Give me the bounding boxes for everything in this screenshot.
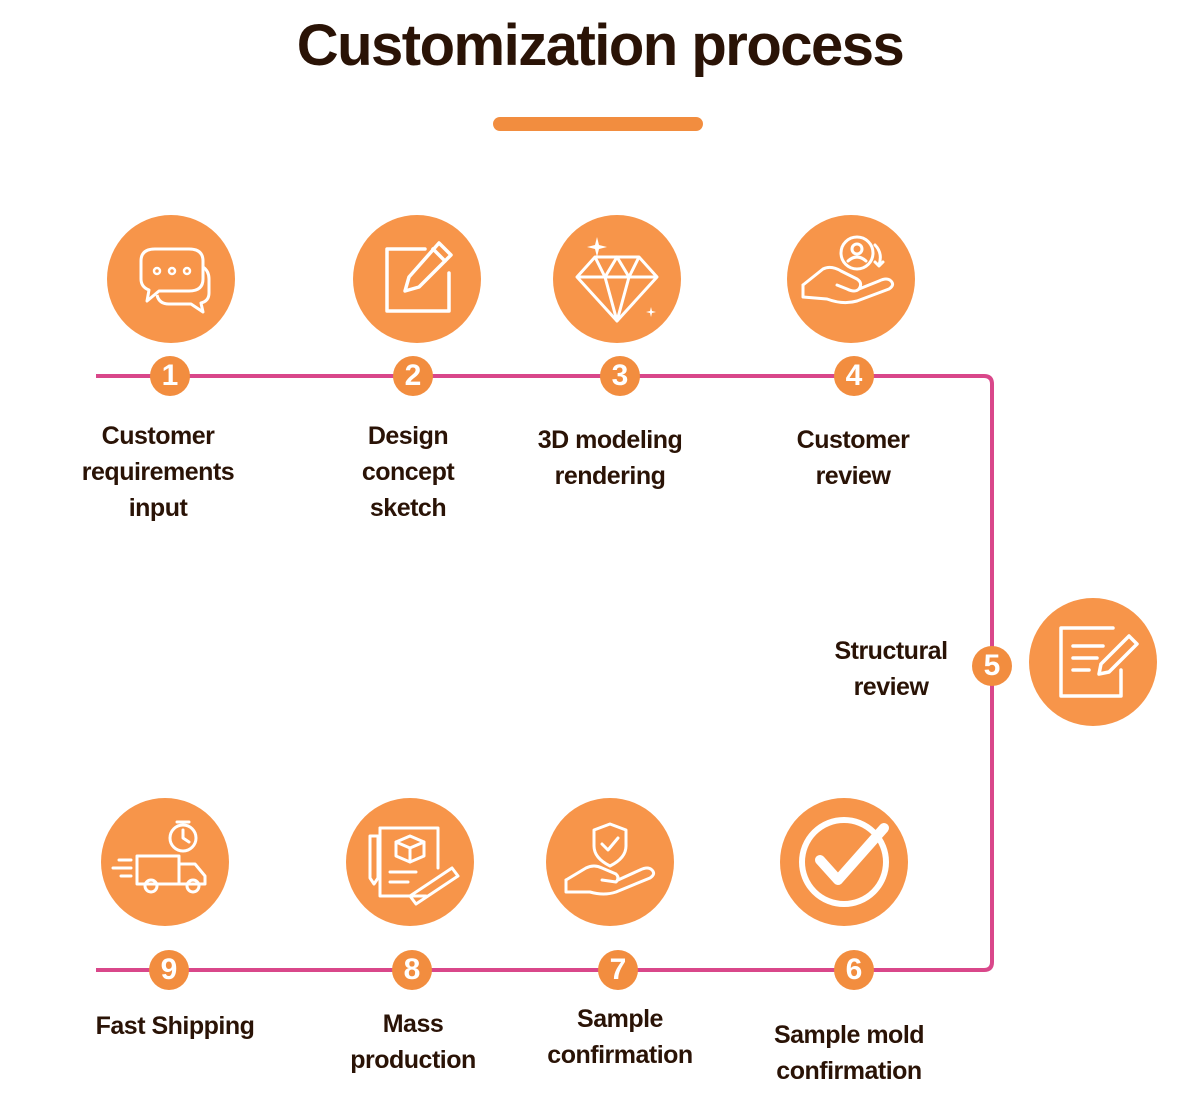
step-5-number-badge: 5 bbox=[972, 646, 1012, 686]
delivery-truck-icon bbox=[111, 820, 207, 894]
step-8-label-line: production bbox=[350, 1046, 476, 1074]
step-7-number-badge: 7 bbox=[598, 950, 638, 990]
step-4-label: Customer review bbox=[743, 422, 963, 494]
step-3-label-line: 3D modeling bbox=[537, 426, 683, 454]
page-title: Customization process bbox=[296, 13, 905, 78]
step-9-number-badge: 9 bbox=[149, 950, 189, 990]
hand-user-icon bbox=[801, 235, 895, 305]
step-1-label-line: input bbox=[128, 494, 188, 522]
step-9-icon-circle bbox=[101, 798, 229, 926]
step-1-label-line: Customer bbox=[101, 422, 215, 450]
chat-bubbles-icon bbox=[139, 247, 211, 314]
step-5-label-line: Structural bbox=[834, 637, 948, 665]
step-1-label-line: requirements bbox=[81, 458, 235, 486]
step-8-label: Mass production bbox=[303, 1006, 523, 1078]
step-7-label-line: Sample bbox=[577, 1005, 663, 1033]
step-2-number-badge: 2 bbox=[393, 356, 433, 396]
checkmark-circle-icon bbox=[799, 817, 889, 907]
step-3-label: 3D modeling rendering bbox=[500, 422, 720, 494]
step-6-label-line: Sample mold bbox=[773, 1021, 925, 1049]
step-8-icon-circle bbox=[346, 798, 474, 926]
step-3-number-badge: 3 bbox=[600, 356, 640, 396]
step-2-icon-circle bbox=[353, 215, 481, 343]
step-9-label: Fast Shipping bbox=[65, 1008, 285, 1044]
step-4-label-line: Customer bbox=[796, 426, 910, 454]
step-6-label: Sample mold confirmation bbox=[739, 1017, 959, 1089]
step-2-label: Design concept sketch bbox=[298, 418, 518, 526]
step-5-icon-circle bbox=[1029, 598, 1157, 726]
step-8-label-line: Mass bbox=[382, 1010, 444, 1038]
step-7-label: Sample confirmation bbox=[510, 1001, 730, 1073]
step-6-icon-circle bbox=[780, 798, 908, 926]
step-6-number-badge: 6 bbox=[834, 950, 874, 990]
step-6-label-line: confirmation bbox=[776, 1057, 922, 1085]
step-1-label: Customer requirements input bbox=[48, 418, 268, 526]
edit-pencil-icon bbox=[385, 241, 453, 313]
step-1-icon-circle bbox=[107, 215, 235, 343]
document-edit-icon bbox=[1059, 626, 1139, 698]
step-9-label-line: Fast Shipping bbox=[95, 1012, 255, 1040]
step-1-number-badge: 1 bbox=[150, 356, 190, 396]
title-underline bbox=[493, 117, 703, 131]
step-2-label-line: Design bbox=[367, 422, 449, 450]
step-2-label-line: concept bbox=[361, 458, 455, 486]
hand-shield-icon bbox=[564, 822, 656, 896]
step-4-label-line: review bbox=[815, 462, 891, 490]
step-5-label: Structural review bbox=[781, 633, 1001, 705]
step-7-icon-circle bbox=[546, 798, 674, 926]
step-5-label-line: review bbox=[853, 673, 929, 701]
step-8-number-badge: 8 bbox=[392, 950, 432, 990]
diamond-icon bbox=[575, 237, 659, 323]
step-4-number-badge: 4 bbox=[834, 356, 874, 396]
blueprint-box-icon bbox=[368, 826, 460, 906]
step-7-label-line: confirmation bbox=[547, 1041, 693, 1069]
step-3-label-line: rendering bbox=[554, 462, 666, 490]
step-4-icon-circle bbox=[787, 215, 915, 343]
step-3-icon-circle bbox=[553, 215, 681, 343]
step-2-label-line: sketch bbox=[369, 494, 447, 522]
